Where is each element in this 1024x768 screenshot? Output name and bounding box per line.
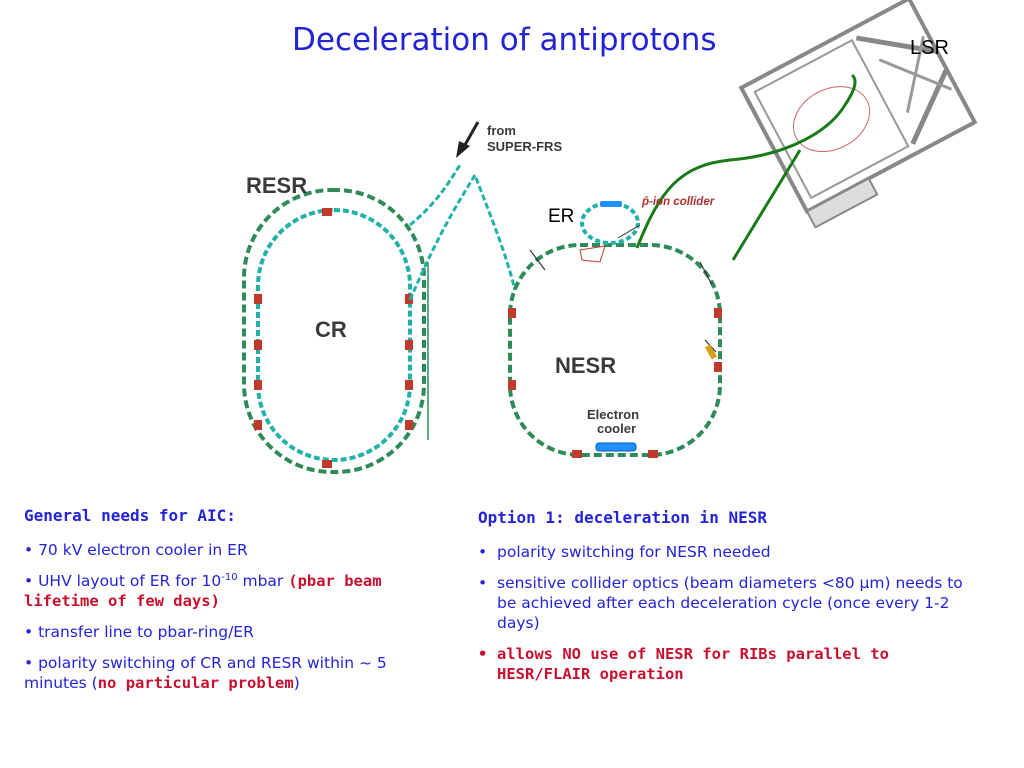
super-frs-label: SUPER-FRS xyxy=(487,139,562,154)
ring-layout-diagram: LSR from SUPER-FRS RESR CR NESR xyxy=(242,0,978,474)
arrow-head-icon xyxy=(456,141,470,158)
option-item-2: • sensitive collider optics (beam diamete… xyxy=(478,573,978,633)
option-item-2-mu: μ xyxy=(859,574,870,592)
general-bullet-4-text: • polarity switching of CR and RESR with… xyxy=(24,654,387,692)
option-item-2-text: sensitive collider optics (beam diameter… xyxy=(497,574,860,592)
transfer-line-lsr-1 xyxy=(635,73,857,249)
septum-magnet xyxy=(704,344,718,360)
option-1-heading: Option 1: deceleration in NESR xyxy=(478,508,767,527)
option-1-list: • polarity switching for NESR needed • sen… xyxy=(478,542,978,684)
transfer-line-cr-nesr xyxy=(408,171,517,301)
general-bullet-4-close: ) xyxy=(293,674,300,692)
collider-section xyxy=(579,245,606,263)
page-title: Deceleration of antiprotons xyxy=(292,22,717,58)
injection-line-resr xyxy=(409,164,462,227)
dipole-magnets-nesr xyxy=(508,308,722,458)
general-needs-heading: General needs for AIC: xyxy=(24,506,236,525)
lsr-label: LSR xyxy=(910,37,949,59)
collider-label: p̄-ion collider xyxy=(641,196,715,208)
option-item-3: • allows NO use of NESR for RIBs parallel… xyxy=(478,644,978,684)
general-bullet-2: • UHV layout of ER for 10-10 mbar (pbar … xyxy=(24,571,434,611)
general-bullet-1: • 70 kV electron cooler in ER xyxy=(24,541,248,559)
lsr-building xyxy=(738,0,978,229)
er-label: ER xyxy=(548,206,574,227)
collider-pointer xyxy=(617,224,641,239)
option-item-1: • polarity switching for NESR needed xyxy=(478,542,978,562)
option-item-3-text: allows NO use of NESR for RIBs parallel … xyxy=(497,645,889,683)
option-item-1-text: polarity switching for NESR needed xyxy=(497,543,771,561)
er-ring xyxy=(580,201,640,245)
from-label: from xyxy=(487,123,516,138)
cooler-label: cooler xyxy=(597,421,636,436)
transfer-line-lsr-2 xyxy=(731,149,802,261)
bullet-icon: • xyxy=(478,574,488,592)
resr-ring xyxy=(242,188,426,474)
general-bullet-4: • polarity switching of CR and RESR with… xyxy=(24,653,434,693)
general-bullet-2-exponent: -10 xyxy=(221,571,238,583)
electron-label: Electron xyxy=(587,407,639,422)
nesr-label: NESR xyxy=(555,353,616,378)
option-item-2-text-end: m) needs to be achieved after each decel… xyxy=(497,574,963,632)
bullet-icon: • xyxy=(478,543,488,561)
general-bullet-4-highlight: no particular problem xyxy=(97,674,294,692)
general-bullet-2-highlight: (pbar beam lifetime of few days) xyxy=(24,572,382,610)
general-bullet-2-unit: mbar xyxy=(237,572,289,590)
option-1-panel: Option 1: deceleration in NESR • polarity… xyxy=(478,508,978,695)
general-bullet-3: • transfer line to pbar-ring/ER xyxy=(24,623,254,641)
er-cooler xyxy=(600,201,622,207)
nesr-components xyxy=(529,249,717,353)
resr-label: RESR xyxy=(246,173,307,198)
general-bullet-2-text: • UHV layout of ER for 10 xyxy=(24,572,222,590)
general-needs-panel: General needs for AIC: • 70 kV electron … xyxy=(24,506,434,704)
electron-cooler-nesr xyxy=(595,442,637,452)
cr-ring xyxy=(256,208,412,462)
cr-label: CR xyxy=(315,317,347,342)
bullet-icon: • xyxy=(478,645,488,663)
